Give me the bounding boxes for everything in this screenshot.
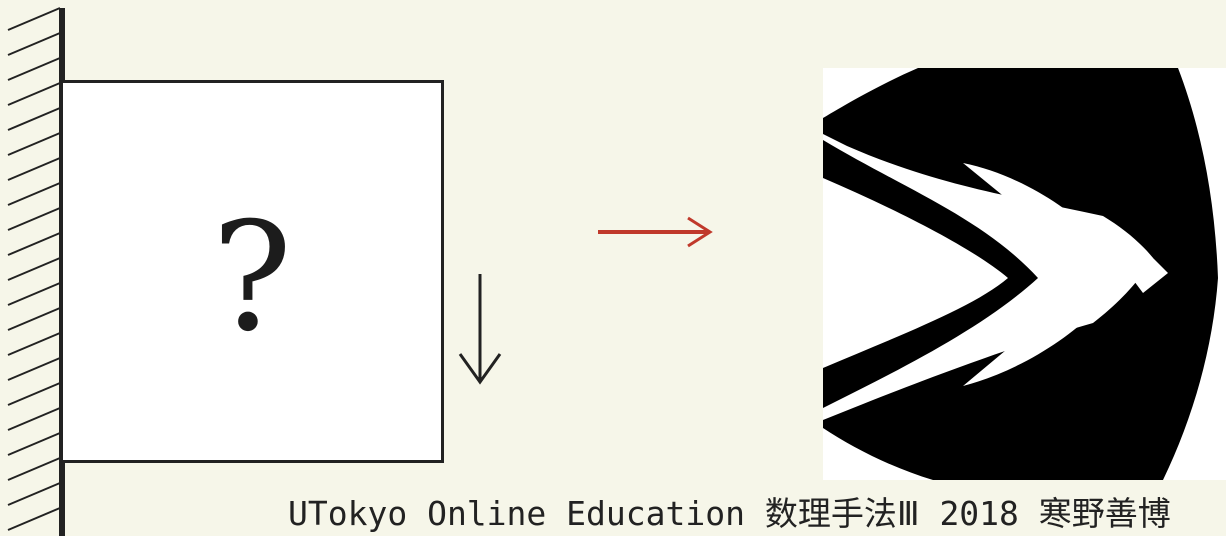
footer-credit: UTokyo Online Education 数理手法Ⅲ 2018 寒野善博 xyxy=(288,494,1171,533)
wall-hatch-line xyxy=(7,132,61,156)
wall-hatch-line xyxy=(7,282,61,306)
wall-hatch-line xyxy=(7,432,61,456)
design-domain-box: ? xyxy=(60,80,444,463)
wall-hatch-line xyxy=(7,232,61,256)
wall-hatch-line xyxy=(7,457,61,481)
wall-hatch-line xyxy=(7,157,61,181)
optimized-structure-image xyxy=(823,68,1226,480)
wall-hatch-line xyxy=(7,507,61,531)
wall-hatch-line xyxy=(7,407,61,431)
wall-hatch-line xyxy=(7,82,61,106)
wall-hatch-line xyxy=(7,307,61,331)
wall-hatch-line xyxy=(7,57,61,81)
wall-hatch-line xyxy=(7,332,61,356)
wall-hatch-line xyxy=(7,482,61,506)
wall-hatch-line xyxy=(7,182,61,206)
wall-hatch-line xyxy=(7,207,61,231)
wall-hatch-line xyxy=(7,257,61,281)
load-arrow-icon xyxy=(458,274,502,385)
wall-hatch-line xyxy=(7,107,61,131)
wall-hatch-line xyxy=(7,32,61,56)
question-mark: ? xyxy=(211,191,293,365)
wall-hatch-line xyxy=(7,7,61,31)
wall-hatch-line xyxy=(7,382,61,406)
wall-hatch-line xyxy=(7,357,61,381)
right-arrow-icon xyxy=(598,216,713,248)
